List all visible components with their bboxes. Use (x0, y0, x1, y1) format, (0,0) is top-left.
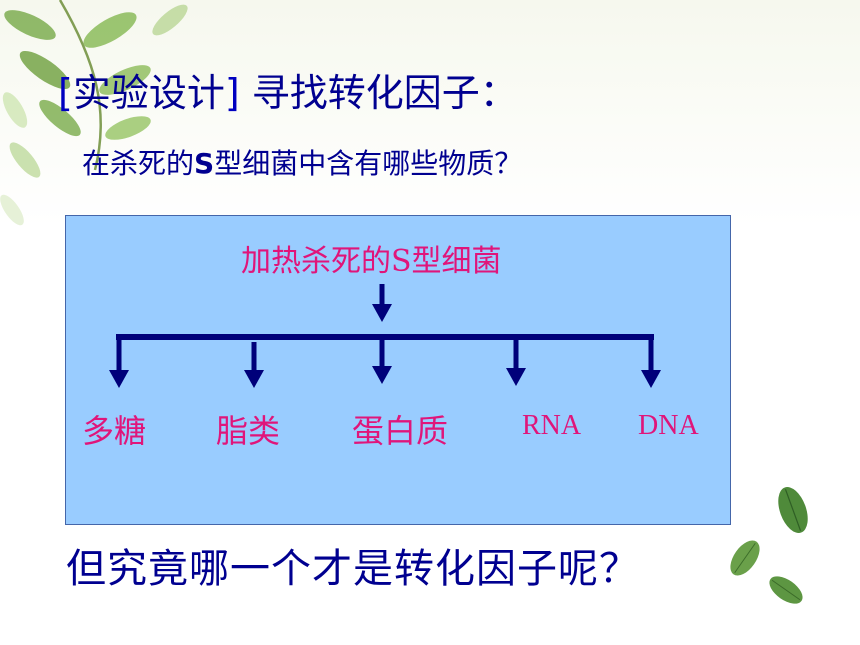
child-arrow-head-5 (641, 370, 661, 388)
child-arrow-head-2 (244, 370, 264, 388)
slide-title: [实验设计] 寻找转化因子： (58, 62, 518, 117)
subtitle-post: 型细菌中含有哪些物质？ (214, 147, 523, 180)
title-bracket-close: ] (224, 71, 240, 115)
child-label-protein: 蛋白质 (352, 412, 449, 450)
child-arrow-head-4 (506, 368, 526, 386)
title-text: 寻找转化因子： (251, 71, 518, 115)
root-arrow-head (372, 304, 392, 322)
leaf-cluster-bottom-right-icon (730, 487, 808, 604)
title-label: 实验设计 (72, 71, 225, 115)
child-label-dna: DNA (638, 410, 699, 441)
closing-question: 但究竟哪一个才是转化因子呢？ (66, 546, 640, 592)
child-label-lipid: 脂类 (216, 412, 281, 450)
subtitle-s: S (194, 147, 215, 180)
diagram-root-label: 加热杀死的S型细菌 (241, 244, 502, 279)
diagram-tree (109, 284, 661, 388)
slide-subtitle: 在杀死的S型细菌中含有哪些物质？ (82, 142, 522, 182)
diagram-box: 加热杀死的S型细菌 多糖 脂类 蛋白 (65, 215, 731, 525)
title-bracket-open: [ (58, 71, 73, 115)
child-label-polysaccharide: 多糖 (82, 412, 147, 450)
child-arrow-head-3 (372, 366, 392, 384)
child-arrow-head-1 (109, 370, 129, 388)
child-label-rna: RNA (522, 410, 582, 441)
subtitle-pre: 在杀死的 (82, 147, 195, 180)
